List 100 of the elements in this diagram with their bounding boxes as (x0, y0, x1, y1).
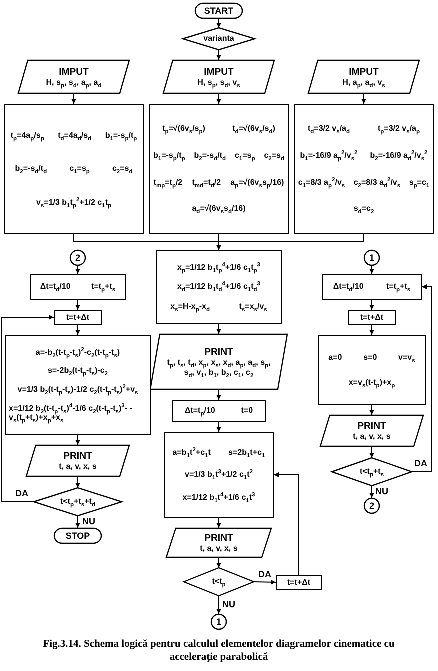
process-box (156, 250, 282, 324)
formula: c$_{2}$=s$_{d}$ (264, 151, 284, 160)
arrow (76, 434, 80, 446)
condition-label: varianta (204, 34, 234, 44)
variable-list: t, a, v, x, s (200, 544, 238, 554)
formula: Δt=t$_{p}$/10 (184, 406, 216, 416)
formula: t$_{d}$=4a$_{d}$/s$_{d}$ (58, 131, 92, 140)
process-box (4, 104, 144, 234)
process-box (318, 335, 426, 405)
io-keyword: IMPUT (59, 66, 89, 78)
process-box (348, 310, 396, 325)
edge-label: DA (414, 460, 428, 468)
formula: s$_{d}$=c$_{2}$ (354, 204, 374, 214)
arrow (216, 518, 222, 528)
formula: b$_{1}$=-s$_{p}$/t$_{p}$ (105, 131, 138, 140)
formula: c$_{1}$=s$_{p}$ (70, 164, 90, 174)
formula: t$_{p}$=3/2 v$_{s}$/a$_{p}$ (378, 124, 420, 134)
formula: b$_{2}$=-s$_{d}$/t$_{d}$ (15, 164, 48, 174)
variable-list: H, s$_{p}$, s$_{d}$, a$_{p}$, a$_{d}$ (46, 78, 102, 88)
io-keyword: PRINT (64, 450, 92, 462)
edge-label: NU (374, 488, 390, 496)
process-box (164, 432, 274, 518)
process-box (172, 400, 266, 422)
formula: s=-2b$_{2}$(t-t$_{p}$-t$_{s}$)-c$_{2}$ (48, 366, 108, 376)
arrow (412, 284, 432, 472)
figure-caption: Fig.3.14. Schema logică pentru calculul elementelor diagramelor cinematice cu acceleraţie parabolică (42, 638, 396, 664)
formula: c$_{1}$=s$_{p}$ (234, 151, 256, 160)
arrow (370, 266, 374, 274)
arrow (216, 18, 222, 28)
formula: a$_{p}$=√(6v$_{s}$s$_{p}$/16) (230, 178, 284, 187)
formula: b$_{1}$=-s$_{p}$/t$_{p}$ (153, 151, 186, 160)
connector-number: 2 (369, 500, 374, 512)
arrow (216, 558, 222, 568)
arrow (216, 234, 364, 250)
condition-label: t<t$_{p}$+t$_{s}$+t$_{d}$ (60, 497, 96, 507)
variable-list: t, a, v, x, s (353, 432, 391, 442)
formula: s=0 (364, 353, 378, 362)
connector-number: 2 (75, 252, 80, 264)
formula: c$_{2}$=s$_{d}$ (112, 164, 133, 174)
formula: a$_{d}$=√(6v$_{s}$s$_{d}$/16) (192, 204, 246, 214)
formula: v=v$_{s}$ (398, 353, 416, 362)
io-keyword: IMPUT (204, 66, 234, 78)
arrow (216, 50, 222, 60)
connector-number: 1 (216, 616, 222, 628)
connector-number: 1 (369, 252, 374, 264)
arrow (370, 486, 374, 498)
arrow (370, 446, 374, 458)
formula: Δt=t$_{d}$/10 (333, 282, 364, 292)
arrow (76, 516, 80, 528)
formula: x=1/12 b$_{1}$t$^{4}$+1/6 c$_{1}$t$^{3}$ (182, 492, 256, 502)
variable-list: t$_{p}$, t$_{s}$, t$_{d}$, x$_{p}$, x$_{s}$, x$_{d}$, a$_{p}$, a$_{d}$, s$_{p}$, s$_{d}$, v$_{1}$, b$_{1}$, b$_{2}$, c$_{1}$, c$_{2}$ (164, 358, 274, 377)
formula: v=1/3 b$_{2}$(t-t$_{p}$-t$_{s}$)-1/2 c$_{2}$(t-t$_{p}$-t$_{s}$)$^{2}$+v$_{s}$ (18, 385, 138, 394)
formula: t$_{p}$=4a$_{p}$/s$_{p}$ (10, 131, 44, 140)
formula: x=v$_{s}$(t-t$_{p}$)+x$_{p}$ (348, 378, 396, 387)
terminal-label: START (204, 6, 234, 16)
arrow (216, 390, 222, 400)
formula: v=1/3 b$_{1}$t$^{3}$+1/2 c$_{1}$t$^{2}$ (185, 470, 253, 480)
edge-label: NU (82, 518, 96, 526)
formula: a=-b$_{2}$(t-t$_{p}$-t$_{s}$)$^{2}$-c$_{2}$(t-t$_{p}$-t$_{s}$) (36, 348, 120, 357)
process-box (294, 104, 434, 234)
arrow (362, 94, 366, 104)
arrow (274, 472, 300, 576)
arrow (370, 324, 374, 336)
arrow (370, 404, 374, 416)
io-keyword: PRINT (204, 347, 234, 358)
arrow (76, 324, 80, 336)
arrow (76, 300, 80, 310)
arrow (76, 266, 80, 274)
condition-label: t<t$_{p}$+t$_{s}$ (360, 467, 384, 477)
arrow (216, 422, 222, 432)
edge-label: DA (14, 490, 30, 498)
formula: t$_{d}$=3/2 v$_{s}$/a$_{d}$ (308, 124, 350, 134)
formula: t=t+Δt (360, 313, 384, 322)
arrow (76, 476, 80, 488)
arrow (216, 324, 222, 334)
arrow (2, 315, 54, 502)
formula: t=t+Δt (287, 578, 311, 588)
formula: t=t$_{p}$+t$_{s}$ (386, 282, 411, 292)
formula: c$_{1}$=8/3 a$_{p}$$^{2}$/v$_{s}$ (298, 178, 346, 187)
process-box (30, 274, 126, 300)
formula: c$_{2}$=8/3 a$_{d}$$^{2}$/v$_{s}$ (354, 178, 401, 187)
io-keyword: IMPUT (349, 66, 379, 78)
process-box (54, 310, 102, 325)
formula: t$_{d}$=√(6v$_{s}$/s$_{d}$) (232, 124, 276, 134)
formula: t$_{s}$=x$_{s}$/v$_{s}$ (239, 302, 268, 311)
formula: t$_{mp}$=t$_{p}$/2 (154, 178, 183, 187)
edge-label: DA (258, 570, 272, 580)
arrow (216, 596, 222, 614)
formula: t$_{md}$=t$_{d}$/2 (192, 178, 222, 187)
formula: t=0 (241, 406, 254, 416)
terminal-label: STOP (66, 530, 90, 542)
formula: a=0 (328, 353, 342, 362)
condition-label: t<t$_{p}$ (212, 577, 226, 587)
io-keyword: PRINT (358, 420, 386, 432)
variable-list: t, a, v, x, s (59, 462, 97, 472)
formula: x$_{s}$=H-x$_{p}$-x$_{d}$ (170, 302, 210, 311)
edge-label: NU (222, 600, 236, 610)
arrow (72, 94, 76, 104)
formula: a=b$_{1}$t$^{2}$+c$_{1}$t (172, 448, 211, 458)
formula: s=2b$_{1}$t+c$_{1}$ (228, 448, 266, 458)
